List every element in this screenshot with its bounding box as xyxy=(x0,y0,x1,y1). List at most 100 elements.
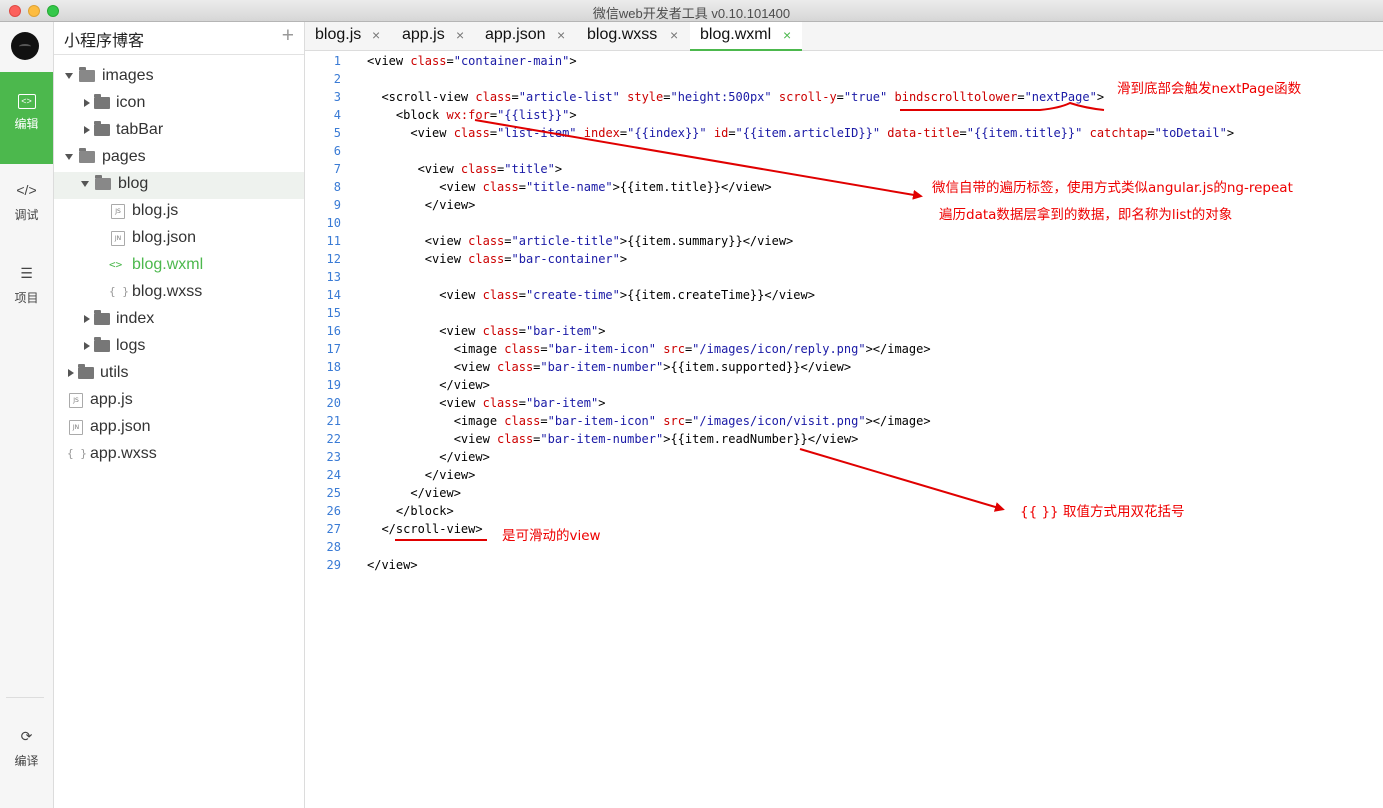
line-number: 7 xyxy=(333,162,341,176)
tree-file-app-wxss[interactable]: { } app.wxss xyxy=(54,442,304,469)
line-number: 2 xyxy=(333,72,341,86)
tree-file-blog-js[interactable]: JS blog.js xyxy=(54,199,304,226)
code-line: 4 <block wx:for="{{list}}"> xyxy=(305,106,1383,124)
tab-blog-wxml[interactable]: blog.wxml × xyxy=(690,22,802,51)
js-file-icon: JS xyxy=(111,204,125,219)
line-number: 13 xyxy=(326,270,341,284)
tree-folder-utils[interactable]: utils xyxy=(54,361,304,388)
compile-icon: ⟳ xyxy=(20,728,33,744)
code-line: 18 <view class="bar-item-number">{{item.… xyxy=(305,358,1383,376)
tab-app-js[interactable]: app.js × xyxy=(392,22,475,51)
tree-label: app.js xyxy=(90,391,133,408)
line-number: 22 xyxy=(326,432,341,446)
line-number: 5 xyxy=(333,126,341,140)
line-number: 17 xyxy=(326,342,341,356)
line-number: 9 xyxy=(333,198,341,212)
tree-file-app-js[interactable]: JS app.js xyxy=(54,388,304,415)
json-file-icon: JN xyxy=(69,420,83,435)
code-line: 17 <image class="bar-item-icon" src="/im… xyxy=(305,340,1383,358)
close-icon[interactable]: × xyxy=(670,27,679,43)
line-number: 15 xyxy=(326,306,341,320)
line-number: 16 xyxy=(326,324,341,338)
code-line: 20 <view class="bar-item"> xyxy=(305,394,1383,412)
activity-debug-button[interactable]: </> 调试 xyxy=(0,164,53,244)
tree-file-blog-json[interactable]: JN blog.json xyxy=(54,226,304,253)
menu-lines-icon: ☰ xyxy=(20,265,33,281)
code-text: <view class="container-main"> xyxy=(367,54,577,68)
code-line: 21 <image class="bar-item-icon" src="/im… xyxy=(305,412,1383,430)
code-text: </block> xyxy=(367,504,454,518)
folder-icon xyxy=(94,121,110,136)
code-line: 27 </scroll-view> xyxy=(305,520,1383,538)
close-icon[interactable]: × xyxy=(372,27,381,43)
tree-label: images xyxy=(102,67,154,84)
activity-project-button[interactable]: ☰ 项目 xyxy=(0,247,53,327)
line-number: 8 xyxy=(333,180,341,194)
tree-file-blog-wxml[interactable]: <> blog.wxml xyxy=(54,253,304,280)
tab-label: app.js xyxy=(402,26,445,43)
folder-open-icon xyxy=(79,148,95,163)
line-number: 12 xyxy=(326,252,341,266)
line-number: 18 xyxy=(326,360,341,374)
tree-folder-index[interactable]: index xyxy=(54,307,304,334)
code-line: 5 <view class="list-item" index="{{index… xyxy=(305,124,1383,142)
json-file-icon: JN xyxy=(111,231,125,246)
tree-label: blog.js xyxy=(132,202,179,219)
code-text: <view class="bar-item-number">{{item.rea… xyxy=(367,432,859,446)
tree-file-app-json[interactable]: JN app.json xyxy=(54,415,304,442)
tab-blog-js[interactable]: blog.js × xyxy=(305,22,392,51)
line-number: 6 xyxy=(333,144,341,158)
folder-icon xyxy=(78,364,94,379)
code-text: <view class="title"> xyxy=(367,162,563,176)
line-number: 25 xyxy=(326,486,341,500)
annotation-scroll-view: 是可滑动的view xyxy=(502,528,601,544)
line-number: 1 xyxy=(333,54,341,68)
activity-bar: <> 编辑 </> 调试 ☰ 项目 ⟳ 编译 xyxy=(0,22,54,808)
maximize-window-button[interactable] xyxy=(47,5,59,17)
close-icon[interactable]: × xyxy=(456,27,465,43)
code-line: 12 <view class="bar-container"> xyxy=(305,250,1383,268)
tree-folder-logs[interactable]: logs xyxy=(54,334,304,361)
activity-edit-button[interactable]: <> 编辑 xyxy=(0,72,53,164)
close-icon[interactable]: × xyxy=(557,27,566,43)
chevron-right-icon xyxy=(84,99,90,107)
activity-debug-label: 调试 xyxy=(14,208,39,222)
tree-folder-tabbar[interactable]: tabBar xyxy=(54,118,304,145)
tab-label: blog.wxss xyxy=(587,26,658,43)
code-line: 9 </view> xyxy=(305,196,1383,214)
code-line: 1 <view class="container-main"> xyxy=(305,52,1383,70)
line-number: 14 xyxy=(326,288,341,302)
code-editor[interactable]: 1<view class="container-main"> 2 3 <scro… xyxy=(305,51,1383,808)
tree-folder-icon[interactable]: icon xyxy=(54,91,304,118)
tree-folder-pages[interactable]: pages xyxy=(54,145,304,172)
chevron-right-icon xyxy=(84,342,90,350)
tree-folder-images[interactable]: images xyxy=(54,64,304,91)
code-text: <view class="bar-item"> xyxy=(367,324,606,338)
folder-open-icon xyxy=(79,67,95,82)
tree-file-blog-wxss[interactable]: { } blog.wxss xyxy=(54,280,304,307)
tab-label: blog.wxml xyxy=(700,26,772,43)
minimize-window-button[interactable] xyxy=(28,5,40,17)
code-line: 11 <view class="article-title">{{item.su… xyxy=(305,232,1383,250)
line-number: 28 xyxy=(326,540,341,554)
add-file-button[interactable]: + xyxy=(281,24,294,47)
code-line: 26 </block> xyxy=(305,502,1383,520)
tree-label: blog.json xyxy=(132,229,197,246)
line-number: 19 xyxy=(326,378,341,392)
activity-compile-button[interactable]: ⟳ 编译 xyxy=(0,712,53,792)
code-text: </view> xyxy=(367,558,418,572)
code-text: <view class="bar-item-number">{{item.sup… xyxy=(367,360,852,374)
code-line: 13 xyxy=(305,268,1383,286)
tab-app-json[interactable]: app.json × xyxy=(475,22,577,51)
close-icon[interactable]: × xyxy=(783,27,792,43)
annotation-wxfor: 微信自带的遍历标签，使用方式类似angular.js的ng-repeat xyxy=(932,180,1293,196)
tab-blog-wxss[interactable]: blog.wxss × xyxy=(577,22,690,51)
avatar[interactable] xyxy=(11,32,39,60)
code-text: <view class="list-item" index="{{index}}… xyxy=(367,126,1235,140)
code-text: <view class="title-name">{{item.title}}<… xyxy=(367,180,772,194)
close-window-button[interactable] xyxy=(9,5,21,17)
tree-folder-blog[interactable]: blog xyxy=(54,172,304,199)
code-line: 6 xyxy=(305,142,1383,160)
js-file-icon: JS xyxy=(69,393,83,408)
activity-compile-label: 编译 xyxy=(14,754,39,768)
